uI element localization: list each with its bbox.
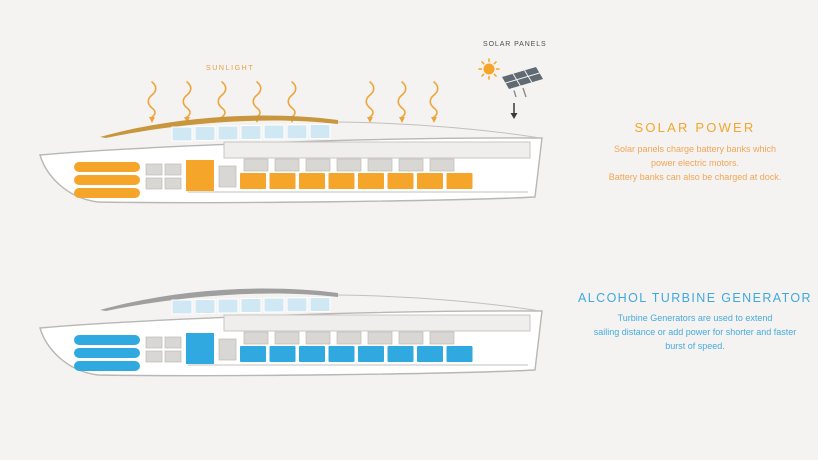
solar-power-title: SOLAR POWER: [634, 120, 756, 135]
solar-panel-array: [502, 67, 543, 98]
solar-description-line: power electric motors.: [650, 157, 740, 168]
solar-boat-illustration: [38, 103, 550, 215]
solar-description-line: Battery banks can also be charged at doc…: [608, 171, 782, 182]
turbine-boat-illustration: [38, 276, 550, 388]
solar-panels-label: SOLAR PANELS: [483, 41, 547, 48]
solar-description-line: Solar panels charge battery banks which: [613, 144, 777, 154]
arrow-down-icon: [510, 103, 518, 119]
turbine-description-line: burst of speed.: [665, 340, 725, 351]
turbine-description-line: sailing distance or add power for shorte…: [593, 326, 797, 337]
sun-icon: [478, 58, 500, 80]
solar-power-description: Solar panels charge battery banks which …: [572, 143, 818, 185]
solar-panel-icon: [478, 58, 543, 119]
turbine-title: ALCOHOL TURBINE GENERATOR: [578, 291, 812, 305]
turbine-description-line: Turbine Generators are used to extend: [617, 313, 773, 323]
turbine-description: Turbine Generators are used to extend sa…: [560, 312, 818, 354]
sunlight-label: SUNLIGHT: [206, 65, 255, 72]
